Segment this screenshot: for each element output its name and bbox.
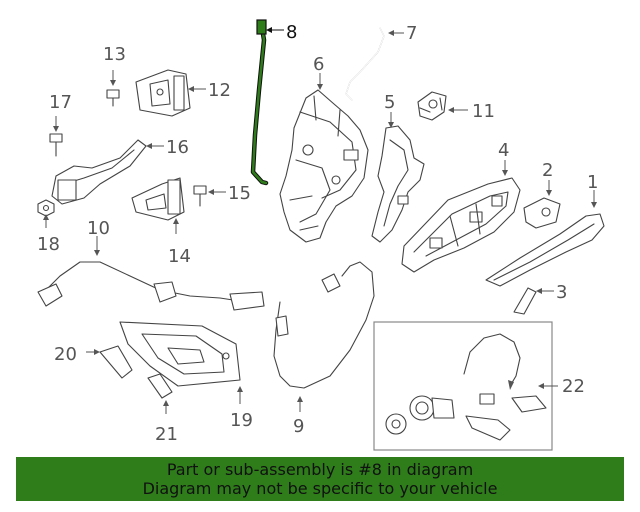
part-19-inner-handle[interactable] <box>119 321 241 387</box>
callout-4: 4 <box>498 140 509 161</box>
part-1-outer-handle[interactable] <box>485 213 605 287</box>
part-7-rod[interactable] <box>345 27 385 101</box>
callout-10: 10 <box>87 218 110 239</box>
part-17-bolt[interactable] <box>49 133 63 157</box>
callout-6: 6 <box>313 54 324 75</box>
callout-8: 8 <box>286 22 297 43</box>
callout-1: 1 <box>587 172 598 193</box>
part-20-cover[interactable] <box>99 345 133 379</box>
part-6-door-latch[interactable] <box>279 89 369 243</box>
part-14-lower-hinge[interactable] <box>131 177 185 221</box>
callout-15: 15 <box>228 183 251 204</box>
part-8-rod[interactable] <box>250 19 269 186</box>
callout-2: 2 <box>542 160 553 181</box>
callout-11: 11 <box>472 101 495 122</box>
callout-13: 13 <box>103 44 126 65</box>
footer-banner: Part or sub-assembly is #8 in diagram Di… <box>16 457 624 501</box>
part-22-assembly[interactable] <box>385 333 547 441</box>
callout-18: 18 <box>37 234 60 255</box>
part-11-bracket[interactable] <box>417 91 447 121</box>
part-13-bolt[interactable] <box>106 89 120 107</box>
callout-5: 5 <box>384 92 395 113</box>
callout-16: 16 <box>166 137 189 158</box>
callout-7: 7 <box>406 23 417 44</box>
callout-14: 14 <box>168 246 191 267</box>
callout-9: 9 <box>293 416 304 437</box>
callout-12: 12 <box>208 80 231 101</box>
part-4-handle-frame[interactable] <box>401 177 521 273</box>
part-5-bracket[interactable] <box>371 125 425 243</box>
parts-diagram: 8 7 6 5 11 <box>37 19 605 451</box>
callout-3: 3 <box>556 282 567 303</box>
part-16-door-check[interactable] <box>51 139 147 205</box>
part-15-bolt[interactable] <box>193 185 207 207</box>
part-3-clip[interactable] <box>513 287 537 315</box>
part-2-handle-cap[interactable] <box>523 197 561 229</box>
callout-19: 19 <box>230 410 253 431</box>
part-10-cable[interactable] <box>37 261 265 311</box>
part-18-nut[interactable] <box>37 199 55 217</box>
part-9-cable[interactable] <box>273 261 375 389</box>
callout-20: 20 <box>54 344 77 365</box>
callout-22: 22 <box>562 376 585 397</box>
footer-line-1: Part or sub-assembly is #8 in diagram <box>166 460 474 479</box>
callout-17: 17 <box>49 92 72 113</box>
part-21-cap[interactable] <box>147 373 173 399</box>
callout-21: 21 <box>155 424 178 445</box>
part-12-upper-hinge[interactable] <box>135 69 191 117</box>
footer-line-2: Diagram may not be specific to your vehi… <box>142 479 498 498</box>
